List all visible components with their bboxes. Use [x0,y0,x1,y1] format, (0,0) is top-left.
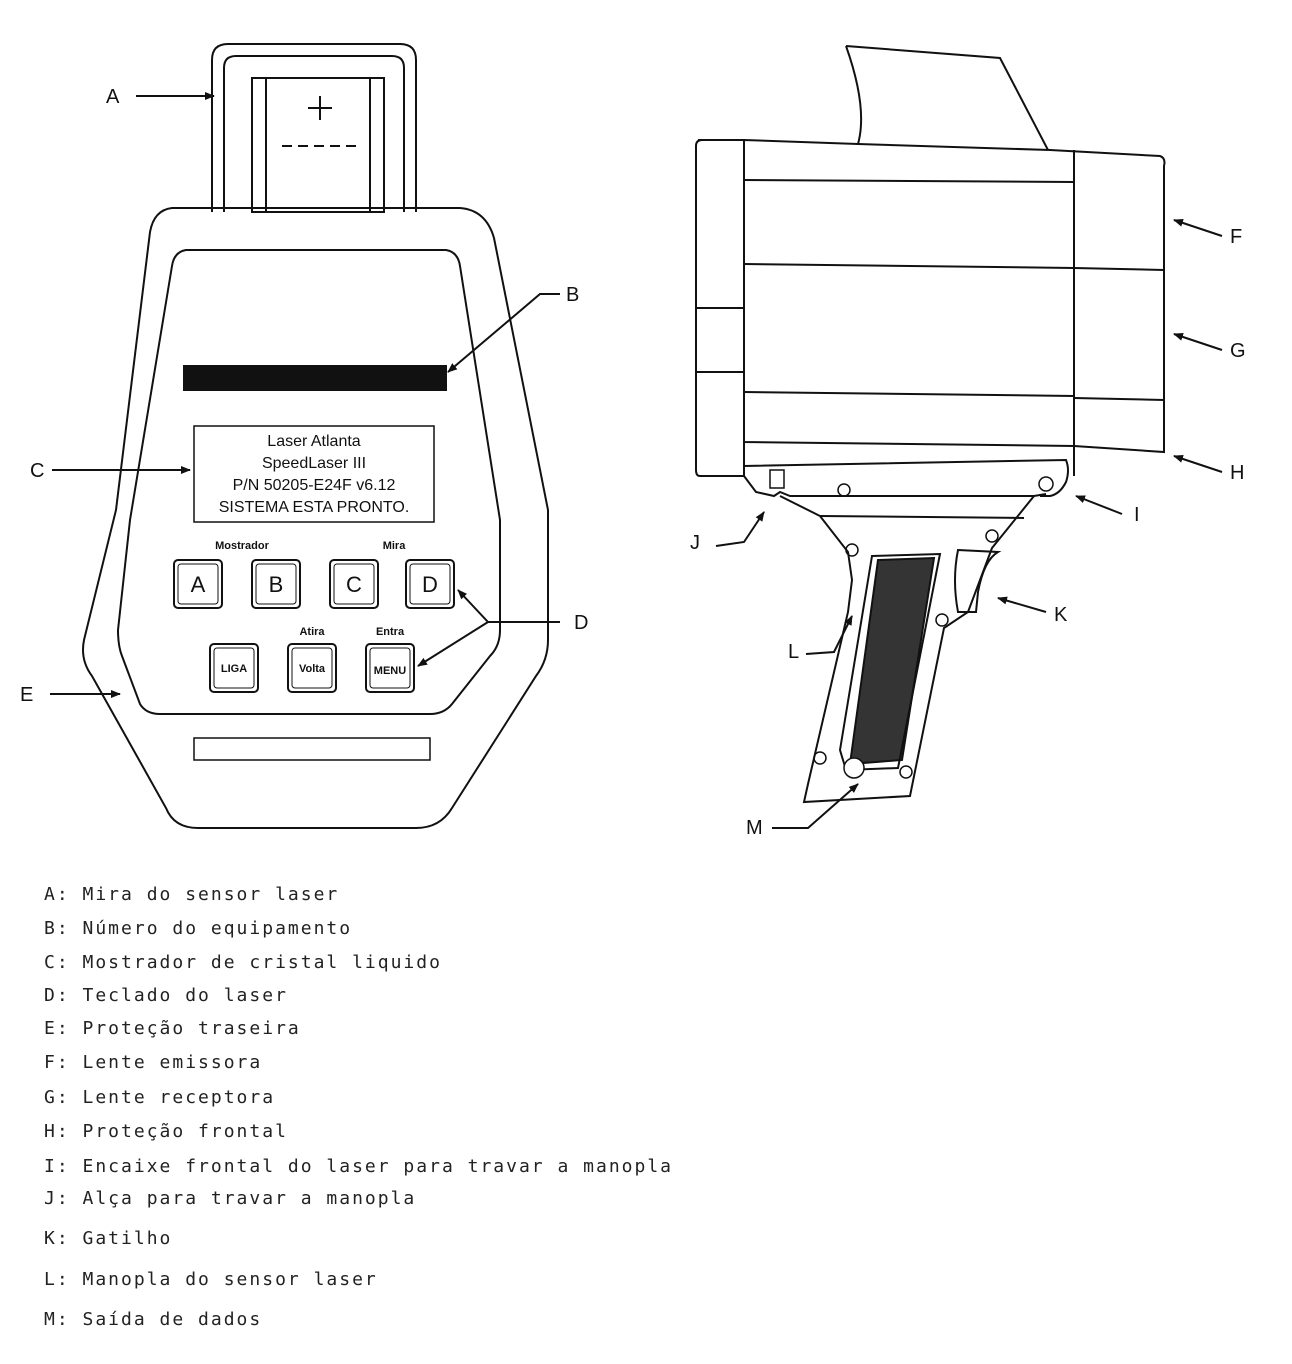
legend-item-c: C: Mostrador de cristal liquido [44,952,442,973]
serial-number-bar [183,365,447,391]
lcd-line-2: SpeedLaser III [262,455,366,472]
rear-cap [695,139,745,477]
lcd-line-4: SISTEMA ESTA PRONTO. [219,499,410,516]
handle-grip [779,495,1035,804]
bottom-slot [193,737,431,761]
side-callout-arrows [715,219,1223,829]
sight-housing [211,43,417,212]
caption-mira: Mira [383,540,407,552]
legend-item-d: D: Teclado do laser [44,985,288,1006]
caption-mostrador: Mostrador [215,540,270,552]
legend-item-m: M: Saída de dados [44,1309,263,1330]
rear-protection [82,207,549,829]
data-port [843,757,865,779]
key-liga[interactable]: LIGA [221,663,247,675]
sight-window [251,77,385,213]
label-d: D [574,612,588,634]
label-a: A [106,86,120,108]
label-g: G [1230,340,1246,362]
trigger [954,548,1002,613]
caption-entra: Entra [376,626,405,638]
key-volta[interactable]: Volta [299,663,326,675]
side-view [695,45,1166,804]
legend-item-h: H: Proteção frontal [44,1121,288,1142]
handle-mount [743,475,1047,498]
label-j: J [690,532,700,554]
lcd-line-1: Laser Atlanta [267,433,361,450]
key-c[interactable]: C [346,572,362,597]
label-m: M [746,817,763,839]
keypad-bottom [209,643,415,693]
key-menu[interactable]: MENU [374,665,406,677]
label-b: B [566,284,579,306]
label-k: K [1054,604,1068,626]
legend-item-k: K: Gatilho [44,1228,173,1249]
legend-item-b: B: Número do equipamento [44,918,353,939]
label-e: E [20,684,33,706]
side-sight [845,45,1049,151]
legend-item-j: J: Alça para travar a manopla [44,1188,417,1209]
front-view [82,43,549,829]
laser-diagram: Laser Atlanta SpeedLaser III P/N 50205-E… [20,43,1246,839]
label-c: C [30,460,44,482]
label-f: F [1230,226,1242,248]
legend-item-g: G: Lente receptora [44,1087,276,1108]
legend-item-f: F: Lente emissora [44,1052,263,1073]
lower-rail [743,458,1069,497]
label-l: L [788,641,799,663]
keypad-top [173,559,455,609]
legend-item-l: L: Manopla do sensor laser [44,1269,378,1290]
lcd-line-3: P/N 50205-E24F v6.12 [233,477,396,494]
key-a[interactable]: A [191,572,206,597]
grip-inlay [838,552,942,772]
label-h: H [1230,462,1244,484]
legend-item-e: E: Proteção traseira [44,1018,301,1039]
legend-item-i: I: Encaixe frontal do laser para travar … [44,1156,674,1177]
main-body [743,138,1166,454]
label-i: I [1134,504,1140,526]
legend-item-a: A: Mira do sensor laser [44,884,340,905]
key-d[interactable]: D [422,572,438,597]
caption-atira: Atira [299,626,325,638]
lcd-screen [193,425,435,523]
front-callout-arrows [50,92,560,698]
key-b[interactable]: B [269,572,284,597]
